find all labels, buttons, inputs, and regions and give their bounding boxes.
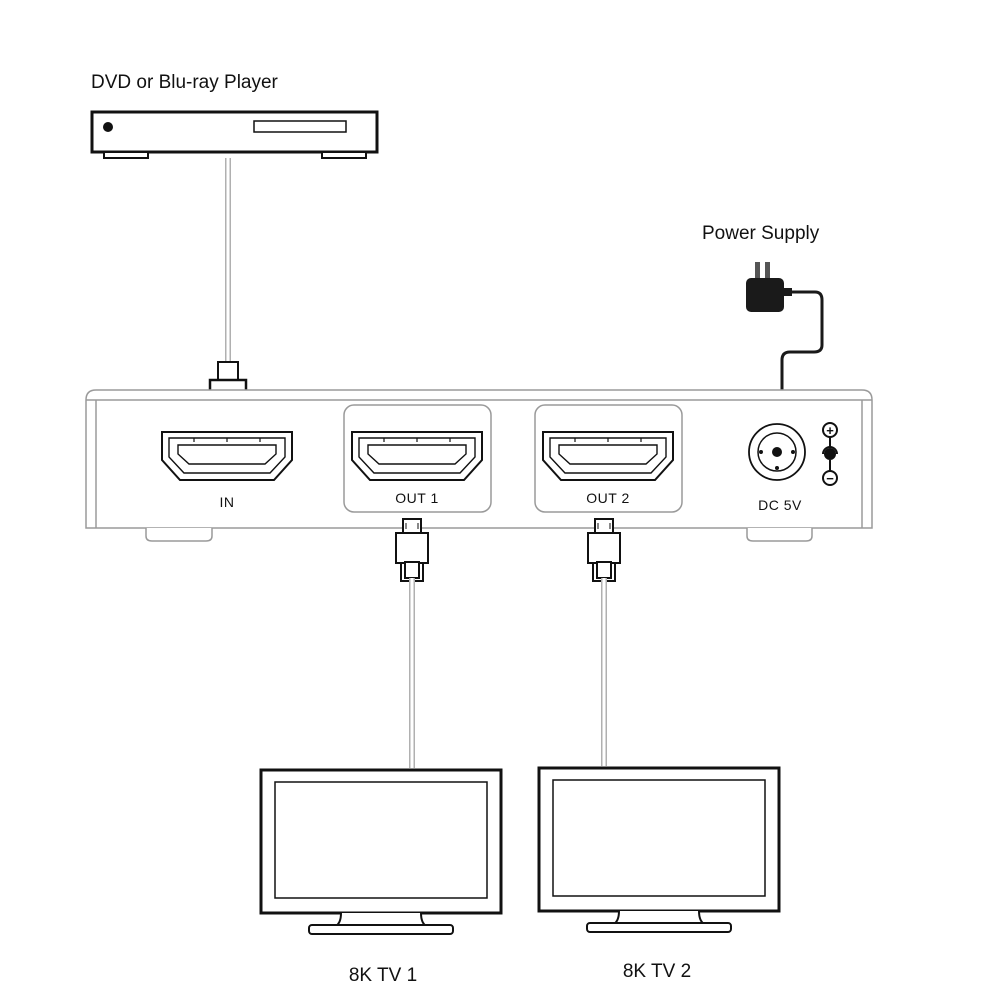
- tv2-label: 8K TV 2: [623, 961, 691, 982]
- port-out2-label: OUT 2: [586, 490, 629, 506]
- hdmi-splitter: + − IN OUT 1 OUT 2 DC 5V: [85, 389, 873, 542]
- polarity-symbol-icon: + −: [822, 422, 838, 486]
- power-led-icon: [103, 122, 113, 132]
- tv1-label: 8K TV 1: [349, 965, 417, 986]
- port-out1-label: OUT 1: [395, 490, 438, 506]
- dvd-player-label: DVD or Blu-ray Player: [91, 72, 279, 93]
- disc-tray-icon: [253, 120, 347, 133]
- power-supply-label: Power Supply: [702, 223, 820, 244]
- hdmi-cable-out2: [587, 518, 621, 766]
- hdmi-cable-out1: [395, 518, 429, 768]
- power-adapter-icon: [746, 262, 792, 312]
- dvd-player: [90, 110, 379, 159]
- tv-2: [537, 766, 781, 934]
- port-in-label: IN: [220, 494, 235, 510]
- hdmi-cable-input: [208, 158, 248, 423]
- power-cable: [780, 290, 824, 418]
- hdmi-in-port: [161, 431, 293, 481]
- tv-1: [259, 768, 503, 936]
- polarity-minus-text: −: [826, 471, 834, 486]
- polarity-plus-text: +: [826, 423, 834, 438]
- hdmi-out1-port: [351, 431, 483, 481]
- dc-jack: [748, 423, 806, 481]
- hdmi-out2-port: [542, 431, 674, 481]
- port-dc-label: DC 5V: [758, 497, 802, 513]
